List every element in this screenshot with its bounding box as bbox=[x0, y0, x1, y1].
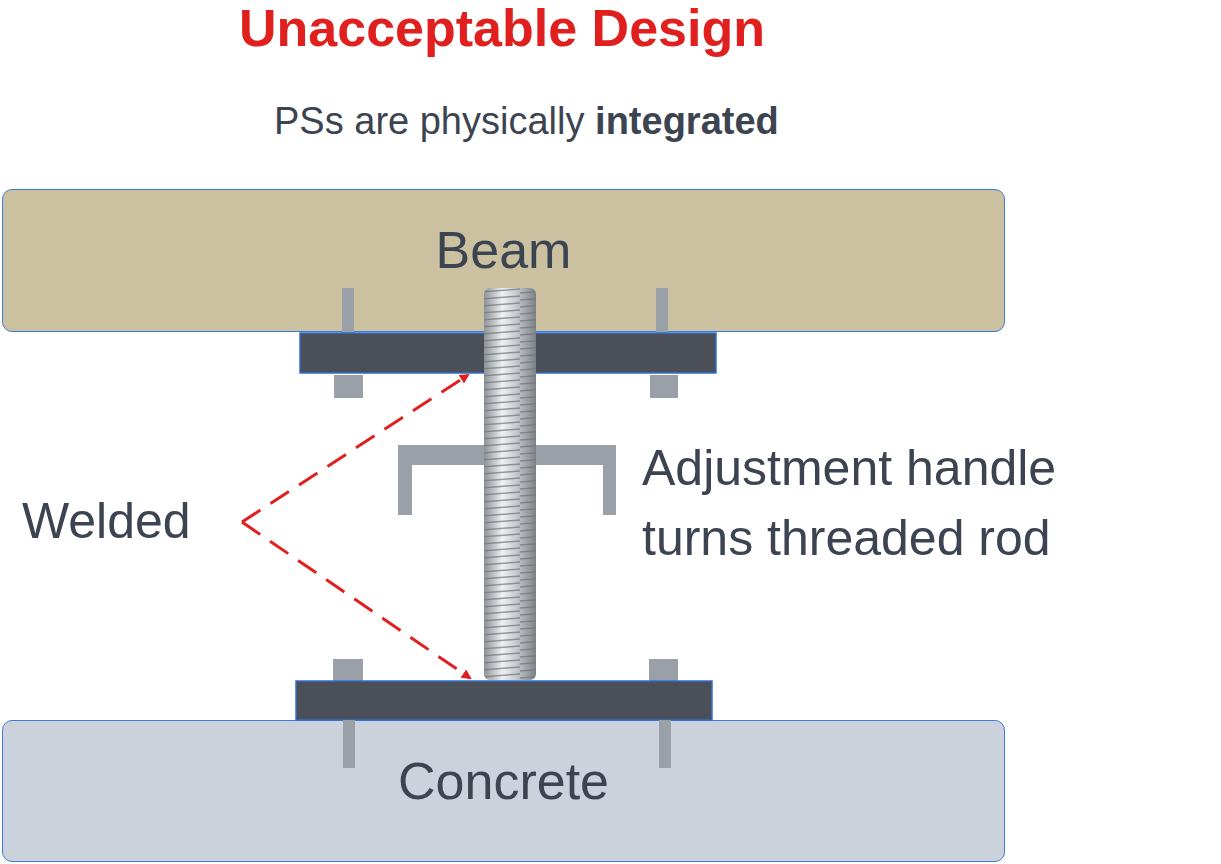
nut bbox=[649, 659, 678, 681]
callout-label: Adjustment handle turns threaded rod bbox=[642, 433, 1162, 573]
nut bbox=[333, 659, 363, 681]
bolt bbox=[342, 288, 354, 334]
rod-thread bbox=[484, 288, 536, 680]
leader-line bbox=[242, 375, 468, 522]
nut bbox=[650, 375, 678, 398]
subtitle: PSs are physically integrated bbox=[274, 100, 779, 143]
bolt bbox=[656, 288, 668, 334]
title: Unacceptable Design bbox=[239, 0, 765, 58]
node-label: Concrete bbox=[398, 751, 609, 861]
threaded-rod bbox=[484, 288, 536, 680]
leader-line bbox=[242, 522, 470, 678]
subtitle-emphasis: integrated bbox=[595, 100, 779, 142]
bolt bbox=[659, 720, 671, 768]
subtitle-text: PSs are physically bbox=[274, 100, 584, 142]
concrete-box: Concrete bbox=[2, 720, 1005, 862]
bolt bbox=[343, 720, 355, 768]
callout-label: Welded bbox=[22, 492, 191, 550]
node-label: Beam bbox=[436, 220, 572, 331]
nut bbox=[334, 375, 363, 398]
bottom-plate bbox=[296, 681, 712, 720]
beam-box: Beam bbox=[2, 189, 1005, 332]
